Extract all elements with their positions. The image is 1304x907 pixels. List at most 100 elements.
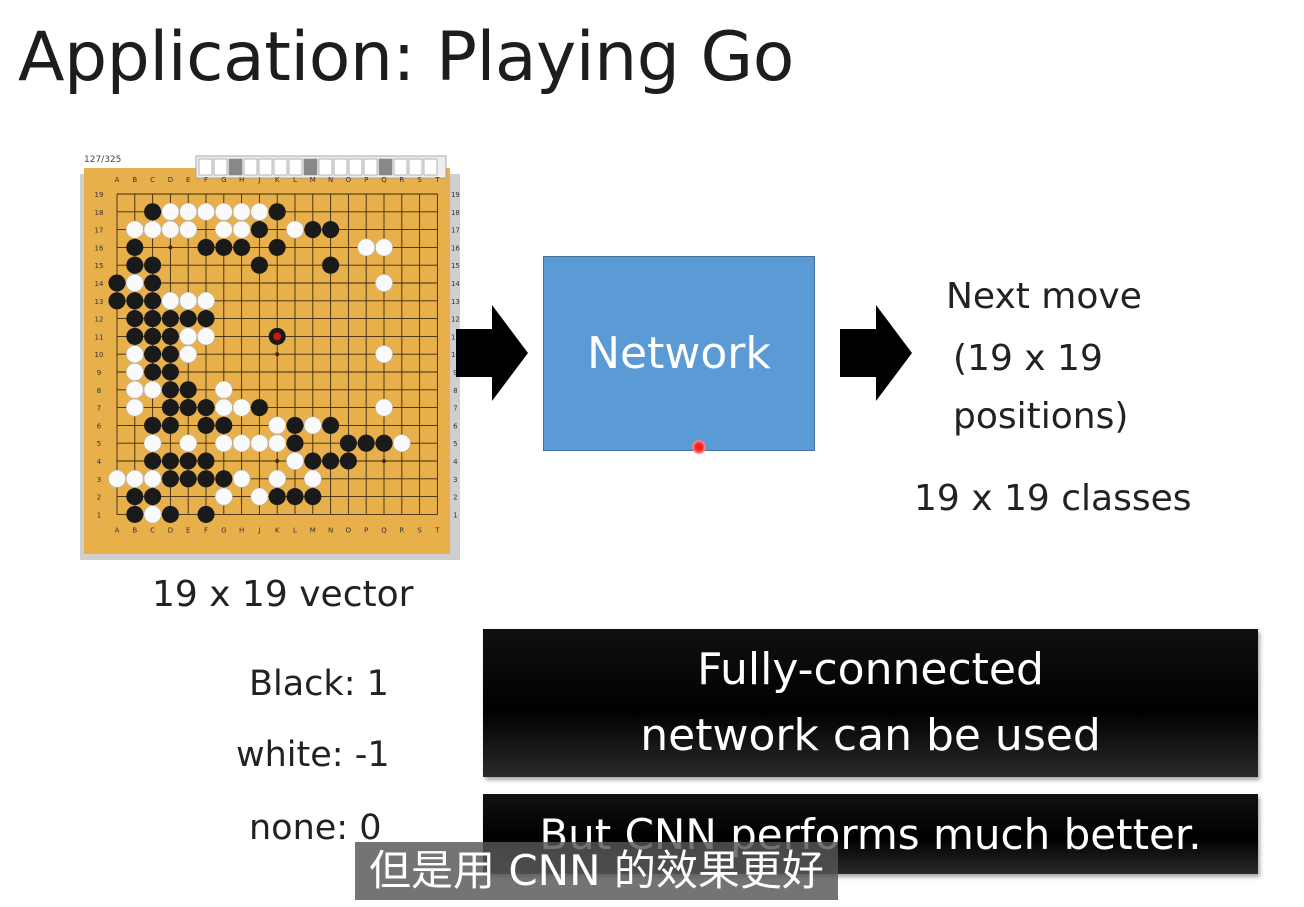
black-stone [197, 452, 215, 470]
star-point [275, 352, 280, 357]
col-label-bottom: S [417, 526, 422, 534]
white-stone [179, 202, 198, 221]
white-stone [232, 398, 251, 417]
row-label-left: 14 [95, 280, 104, 288]
row-label-left: 18 [95, 209, 104, 217]
black-stone [161, 310, 179, 328]
black-stone [197, 310, 215, 328]
white-stone [125, 345, 144, 364]
black-stone [161, 327, 179, 345]
row-label-left: 12 [95, 316, 104, 324]
go-board: 127/325AABBCCDDEEFFGGHHJJKKLLMMNNOOPPQQR… [80, 155, 460, 560]
col-label-top: Q [381, 176, 387, 184]
toolbar-button-icon [273, 158, 288, 176]
black-stone [268, 238, 286, 256]
row-label-left: 8 [97, 387, 101, 395]
white-stone [179, 291, 198, 310]
black-stone [144, 310, 162, 328]
white-stone [214, 202, 233, 221]
white-stone [214, 434, 233, 453]
star-point [168, 245, 173, 250]
right-arrow-icon [456, 305, 528, 401]
white-stone [125, 363, 144, 381]
black-stone [144, 452, 162, 470]
white-stone [143, 380, 162, 399]
white-stone [143, 434, 162, 453]
black-stone [144, 327, 162, 345]
col-label-top: C [150, 176, 155, 184]
row-label-left: 19 [95, 191, 104, 199]
white-stone [179, 345, 198, 364]
col-label-bottom: F [204, 526, 208, 534]
white-stone [125, 398, 144, 417]
col-label-top: O [346, 176, 352, 184]
black-stone [126, 327, 144, 345]
white-stone [125, 220, 144, 239]
black-stone [322, 416, 340, 434]
toolbar-button-icon [258, 158, 273, 176]
black-stone [144, 203, 162, 221]
col-label-bottom: K [275, 526, 280, 534]
black-stone [286, 434, 304, 452]
row-label-right: 5 [453, 440, 457, 448]
white-stone [125, 469, 144, 488]
black-stone [197, 399, 215, 417]
black-stone [286, 488, 304, 506]
laser-pointer-dot [692, 440, 706, 454]
black-stone [108, 274, 126, 292]
black-stone [126, 292, 144, 310]
white-stone [214, 487, 233, 506]
col-label-bottom: T [434, 526, 440, 534]
white-stone [232, 220, 251, 239]
white-stone [197, 202, 215, 221]
fc-line1: Fully-connected [697, 644, 1044, 695]
row-label-right: 3 [453, 476, 457, 484]
row-label-left: 6 [97, 422, 102, 430]
network-box: Network [543, 256, 815, 451]
toolbar-button-icon [363, 158, 378, 176]
black-stone [233, 238, 251, 256]
output-label-line1: Next move [946, 276, 1142, 317]
toolbar-button-icon [228, 158, 243, 176]
col-label-bottom: A [115, 526, 120, 534]
white-stone [303, 416, 322, 435]
col-label-top: M [310, 176, 316, 184]
black-stone [357, 434, 375, 452]
col-label-top: J [257, 176, 260, 184]
black-stone [215, 470, 233, 488]
col-label-top: S [417, 176, 422, 184]
white-stone [268, 434, 287, 453]
col-label-top: F [204, 176, 208, 184]
row-label-left: 16 [95, 244, 104, 252]
toolbar-button-icon [198, 158, 213, 176]
row-label-left: 1 [97, 511, 101, 519]
white-stone [214, 380, 233, 399]
black-stone [304, 488, 322, 506]
row-label-right: 1 [453, 511, 457, 519]
toolbar-button-icon [303, 158, 318, 176]
col-label-top: R [399, 176, 404, 184]
white-stone [125, 380, 144, 399]
col-label-bottom: G [221, 526, 226, 534]
black-stone [161, 452, 179, 470]
row-label-right: 13 [451, 298, 460, 306]
black-stone [126, 256, 144, 274]
black-stone [215, 238, 233, 256]
toolbar-button-icon [423, 158, 438, 176]
black-stone [144, 292, 162, 310]
white-stone [303, 469, 322, 488]
row-label-left: 15 [95, 262, 104, 270]
white-stone [108, 469, 126, 488]
col-label-bottom: M [310, 526, 316, 534]
white-stone [197, 291, 215, 310]
black-stone [215, 416, 233, 434]
encoding-none: none: 0 [249, 808, 382, 848]
black-stone [126, 488, 144, 506]
black-stone [197, 416, 215, 434]
star-point [275, 459, 280, 463]
row-label-left: 7 [97, 405, 101, 413]
col-label-top: T [434, 176, 440, 184]
white-stone [232, 434, 251, 453]
col-label-bottom: E [186, 526, 190, 534]
